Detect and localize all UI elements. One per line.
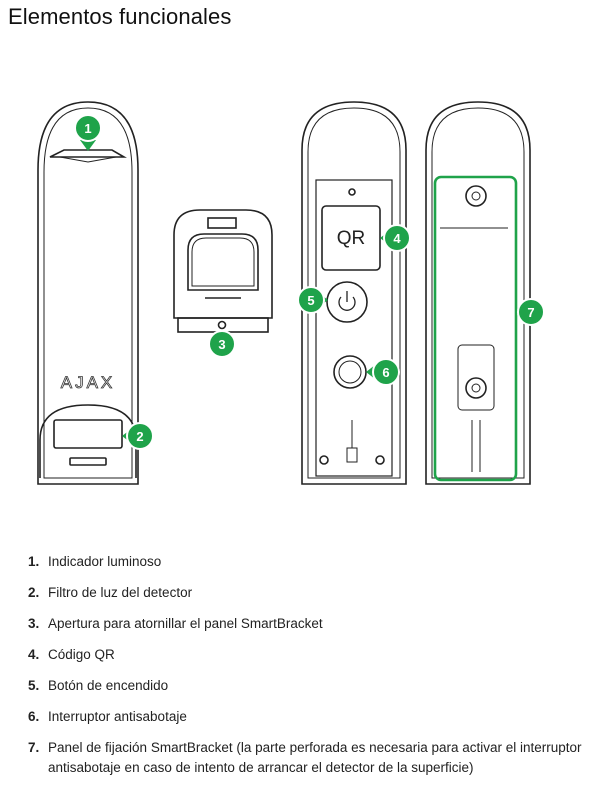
detector-head-piece bbox=[173, 209, 273, 333]
qr-code-label: QR bbox=[337, 228, 366, 249]
list-item: 1.Indicador luminoso bbox=[28, 554, 162, 569]
callout-7-label: 7 bbox=[527, 305, 534, 320]
detector-front-view bbox=[37, 101, 139, 485]
list-item: 5.Botón de encendido bbox=[28, 678, 169, 693]
callout-4-label: 4 bbox=[393, 231, 401, 246]
list-item-text: Código QR bbox=[48, 647, 115, 662]
list-item-text: Panel de fijación SmartBracket (la parte… bbox=[48, 740, 582, 775]
list-item: 4.Código QR bbox=[28, 647, 115, 662]
list-item: 3.Apertura para atornillar el panel Smar… bbox=[28, 616, 323, 631]
callout-6: 6 bbox=[366, 358, 400, 386]
page-title: Elementos funcionales bbox=[8, 4, 232, 29]
list-item-text: Apertura para atornillar el panel SmartB… bbox=[48, 616, 323, 631]
callout-2-label: 2 bbox=[136, 429, 143, 444]
list-item-text: Botón de encendido bbox=[48, 678, 169, 693]
power-icon bbox=[338, 291, 356, 311]
callout-7: 7 bbox=[515, 298, 545, 326]
list-item: 7.Panel de fijación SmartBracket (la par… bbox=[28, 740, 582, 775]
smartbracket-highlight bbox=[433, 175, 518, 482]
callout-3: 3 bbox=[208, 330, 236, 358]
list-item-text: Filtro de luz del detector bbox=[48, 585, 193, 600]
ajax-logo: AJAX bbox=[61, 373, 116, 392]
callout-1-label: 1 bbox=[84, 121, 91, 136]
device-diagram: AJAX QR bbox=[37, 101, 545, 485]
callout-1: 1 bbox=[74, 114, 102, 151]
callout-5: 5 bbox=[297, 286, 328, 314]
functional-elements-list: 1.Indicador luminoso 2.Filtro de luz del… bbox=[28, 552, 588, 778]
callout-4: 4 bbox=[380, 224, 411, 252]
callout-3-label: 3 bbox=[218, 337, 225, 352]
callout-5-label: 5 bbox=[307, 293, 314, 308]
list-item: 2.Filtro de luz del detector bbox=[28, 585, 193, 600]
callout-6-label: 6 bbox=[382, 365, 389, 380]
list-item-text: Interruptor antisabotaje bbox=[48, 709, 187, 724]
smartbracket-panel-view bbox=[425, 101, 531, 485]
detector-back-view bbox=[301, 101, 407, 485]
callout-2: 2 bbox=[122, 422, 154, 450]
list-item-text: Indicador luminoso bbox=[48, 554, 162, 569]
list-item: 6.Interruptor antisabotaje bbox=[28, 709, 187, 724]
